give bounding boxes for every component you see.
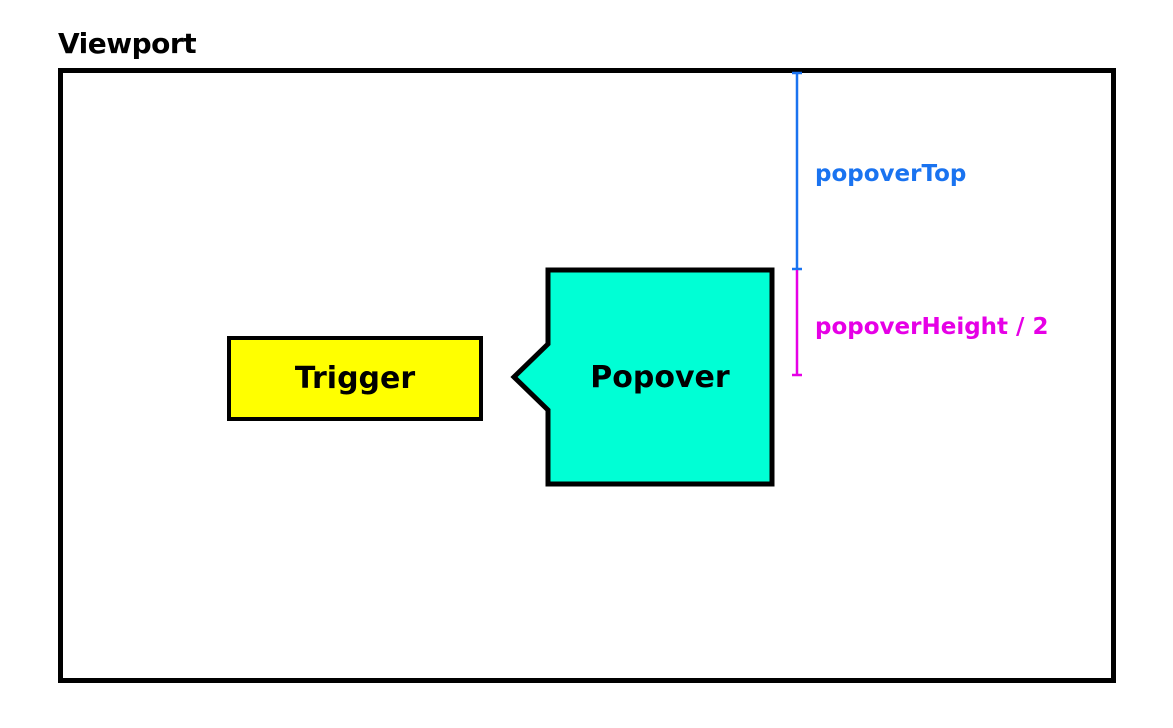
trigger-label: Trigger — [294, 361, 416, 396]
popover-text-area: Popover — [548, 270, 772, 484]
popover-label: Popover — [590, 359, 730, 395]
popover-top-label: popoverTop — [815, 161, 967, 187]
popover-half-height-label: popoverHeight / 2 — [815, 314, 1049, 340]
viewport-title: Viewport — [58, 27, 197, 60]
trigger-box: Trigger — [227, 336, 483, 421]
